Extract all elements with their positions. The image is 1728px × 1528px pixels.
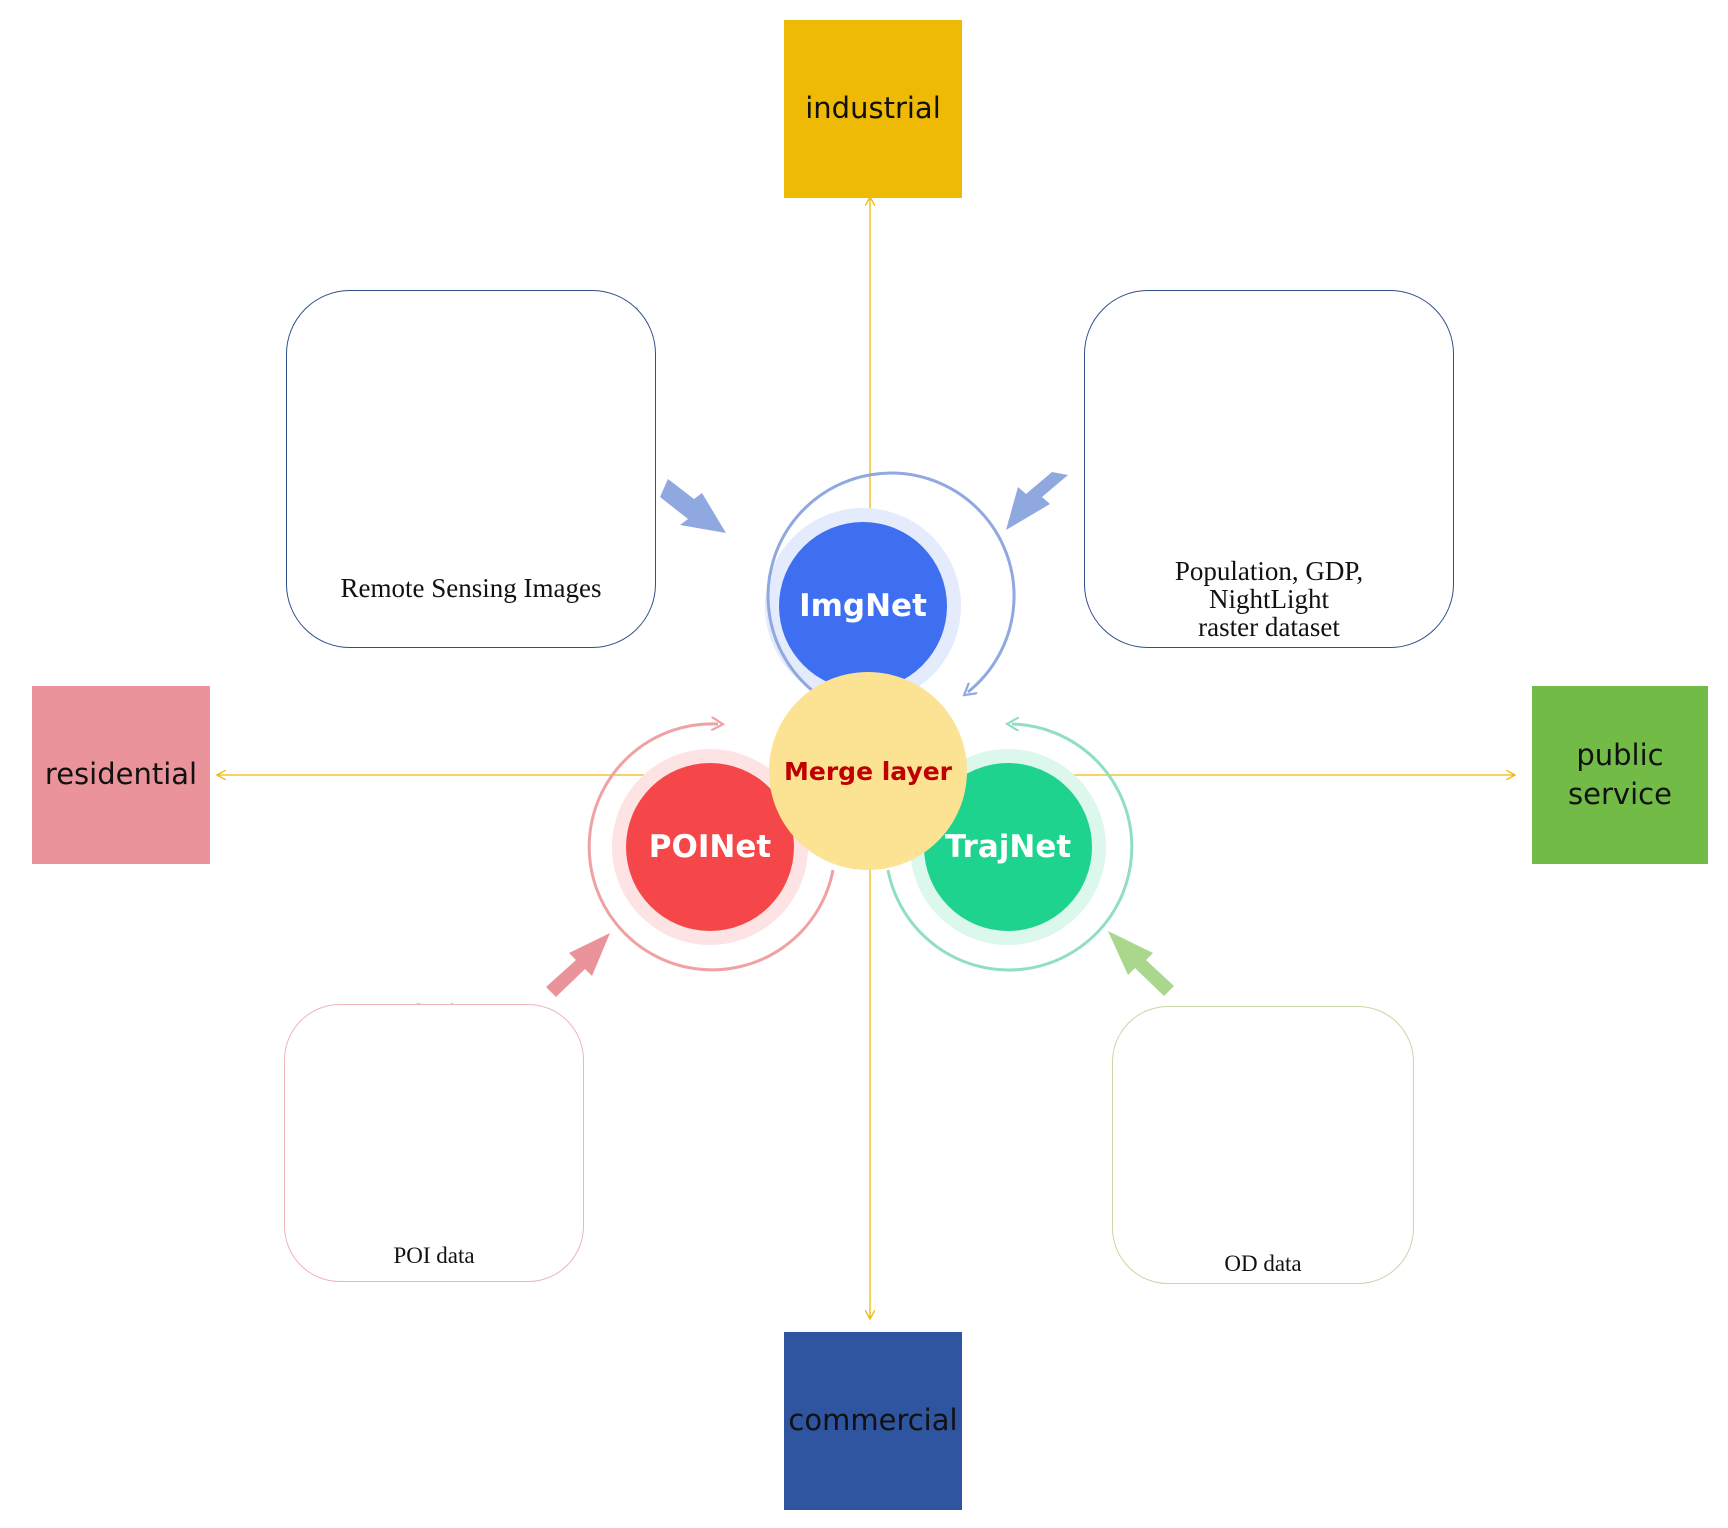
- node-trajnet-label: TrajNet: [944, 829, 1072, 865]
- arrow-raster-to-imgnet: [1006, 472, 1068, 530]
- remote-sensing-caption: Remote Sensing Images: [340, 573, 602, 603]
- category-public-service-label: public service: [1568, 737, 1672, 811]
- arrow-remote-sensing-to-imgnet: [660, 479, 726, 533]
- category-residential: residential: [32, 686, 210, 864]
- category-residential-label: residential: [44, 757, 198, 792]
- raster-caption: Population, GDP, NightLight raster datas…: [1085, 557, 1453, 641]
- category-industrial-label: industrial: [805, 91, 941, 126]
- node-poinet: POINet: [626, 763, 794, 931]
- category-industrial: industrial: [784, 20, 962, 198]
- panel-od: OD data: [1112, 1006, 1414, 1284]
- raster-caption-line-3: raster dataset: [1198, 612, 1340, 642]
- node-imgnet: ImgNet: [779, 522, 947, 690]
- od-caption: OD data: [1224, 1251, 1302, 1276]
- panel-raster: Population, GDP, NightLight raster datas…: [1084, 290, 1454, 648]
- node-poinet-label: POINet: [648, 829, 772, 865]
- panel-poi: POI data: [284, 1004, 584, 1282]
- node-imgnet-label: ImgNet: [799, 588, 927, 624]
- raster-caption-line-2: NightLight: [1209, 584, 1329, 614]
- raster-caption-line-1: Population, GDP,: [1174, 556, 1364, 586]
- poi-caption: POI data: [393, 1243, 475, 1268]
- node-merge-layer-label: Merge layer: [784, 756, 952, 786]
- category-commercial-label: commercial: [788, 1403, 958, 1438]
- arrow-od-to-trajnet: [1108, 931, 1174, 996]
- category-public-service: public service: [1532, 686, 1708, 864]
- arrow-poi-to-poinet: [546, 933, 610, 997]
- panel-remote-sensing: Remote Sensing Images: [286, 290, 656, 648]
- category-commercial: commercial: [784, 1332, 962, 1510]
- node-merge-layer: Merge layer: [769, 672, 967, 870]
